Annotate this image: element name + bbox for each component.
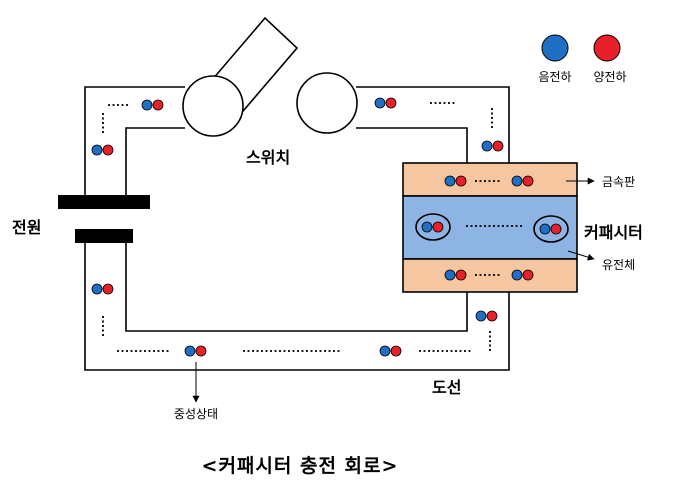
dotted-lines: [102, 102, 522, 353]
charge-pair: [444, 269, 467, 281]
battery-long-plate: [58, 195, 150, 209]
switch-contact-left: [182, 75, 244, 137]
charge-pair: [421, 221, 444, 233]
switch: [182, 16, 358, 137]
metal-plate-top: [402, 162, 578, 197]
label-neutral-state: 중성상태: [174, 407, 218, 421]
charge-pair: [184, 345, 207, 357]
arrow-dielectric: [567, 250, 595, 261]
charge-pair: [475, 310, 498, 322]
label-metal-plate: 금속판: [602, 175, 635, 189]
legend-positive-label: 양전하: [593, 70, 626, 84]
charge-pair: [539, 223, 562, 235]
diagram-title: <커패시터 충전 회로>: [202, 455, 399, 477]
wire-outer-bottom: [84, 241, 510, 371]
charge-pair: [91, 283, 114, 295]
label-wire: 도선: [432, 378, 461, 397]
charge-pair: [511, 175, 534, 187]
dipole-right: [533, 215, 569, 243]
charge-pair: [379, 345, 402, 357]
pointer-arrows: [192, 177, 595, 403]
power-source: [58, 195, 150, 243]
charge-pair: [444, 175, 467, 187]
charge-pair: [481, 140, 504, 152]
charge-pairs: [91, 97, 562, 357]
charge-pair: [374, 97, 397, 109]
label-switch: 스위치: [246, 148, 290, 167]
wire-inner-left-top: [125, 127, 185, 196]
wire-inner-bottom: [125, 241, 468, 332]
label-power: 전원: [12, 218, 41, 237]
battery-short-plate: [75, 229, 133, 243]
wire-outer-right-top: [356, 86, 510, 163]
legend-positive-dot: [593, 34, 621, 62]
dipole-left: [415, 213, 451, 241]
wire-inner-right-top: [356, 127, 468, 163]
wire: [84, 86, 510, 371]
charge-pair: [141, 99, 164, 111]
legend: 음전하 양전하: [538, 34, 627, 84]
charge-pair: [91, 144, 114, 156]
wire-outer-left-top: [84, 86, 185, 196]
label-capacitor: 커패시터: [584, 223, 643, 242]
label-dielectric: 유전체: [602, 258, 635, 272]
legend-negative-dot: [541, 34, 569, 62]
switch-contact-right: [296, 72, 358, 134]
charge-pair: [511, 269, 534, 281]
legend-negative-label: 음전하: [538, 70, 571, 84]
